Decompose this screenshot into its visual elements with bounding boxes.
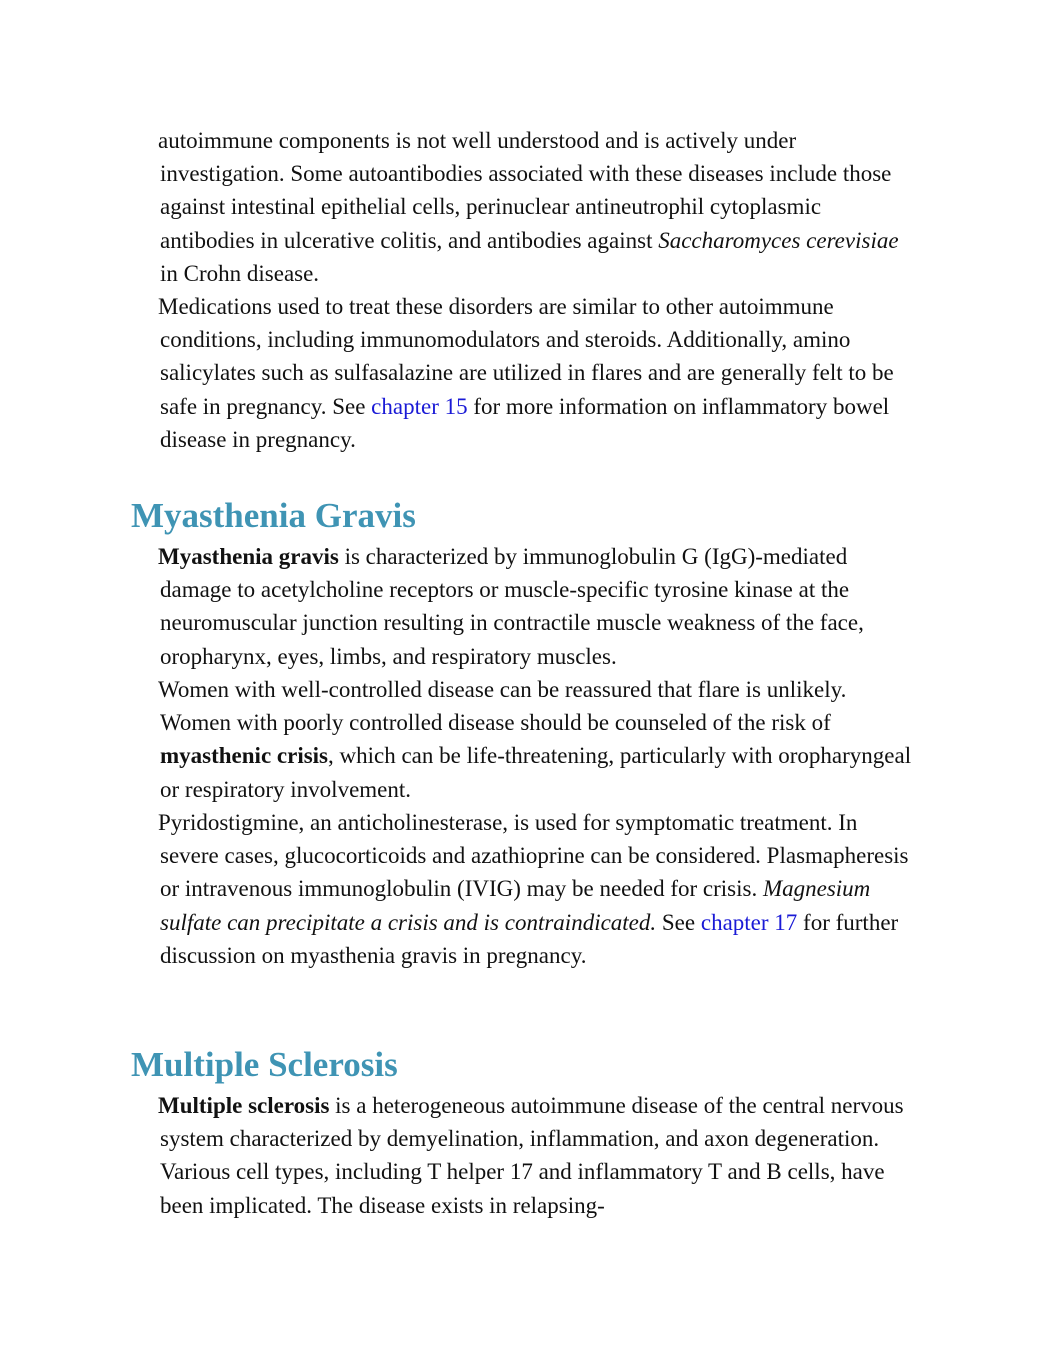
chapter-15-link[interactable]: chapter 15 <box>371 393 468 419</box>
myasthenia-paragraph-2-text-a: Women with well-controlled disease can b… <box>158 677 847 736</box>
intro-paragraph-2: Medications used to treat these disorder… <box>158 290 920 456</box>
intro-paragraph-2-text-b: for more information on inflammatory bow… <box>160 393 890 452</box>
myasthenia-paragraph-3-italic: Magnesium sulfate can precipitate a cris… <box>160 876 871 935</box>
myasthenia-paragraph-3-text-c: for further discussion on myasthenia gra… <box>160 909 899 968</box>
myasthenia-paragraph-2: Women with well-controlled disease can b… <box>158 673 920 806</box>
sclerosis-paragraph-1: Multiple sclerosis is a heterogeneous au… <box>158 1089 920 1222</box>
myasthenia-paragraph-3-text-a: Pyridostigmine, an anticholinesterase, i… <box>158 810 909 902</box>
multiple-sclerosis-term: Multiple sclerosis <box>158 1093 330 1118</box>
multiple-sclerosis-heading: Multiple Sclerosis <box>131 1045 398 1084</box>
intro-paragraph-2-text-a: Medications used to treat these disorder… <box>158 294 894 419</box>
myasthenia-paragraph-1-text: is characterized by immunoglobulin G (Ig… <box>160 544 864 669</box>
sclerosis-paragraph-1-text: is a heterogeneous autoimmune disease of… <box>160 1093 904 1218</box>
intro-paragraph-1-text-b: in Crohn disease. <box>160 260 320 286</box>
intro-paragraph-1-text-a: autoimmune components is not well unders… <box>158 128 892 253</box>
myasthenia-gravis-heading: Myasthenia Gravis <box>131 496 416 535</box>
chapter-17-link[interactable]: chapter 17 <box>700 909 798 935</box>
myasthenia-term: Myasthenia gravis <box>158 544 339 569</box>
intro-paragraph-1-italic: Saccharomyces cerevisiae <box>658 227 899 253</box>
myasthenia-paragraph-2-text-b: , which can be life-threatening, particu… <box>160 743 912 802</box>
myasthenic-crisis-term: myasthenic crisis <box>160 743 329 769</box>
myasthenia-paragraph-3-text-b: See <box>656 909 701 935</box>
myasthenia-paragraph-3: Pyridostigmine, an anticholinesterase, i… <box>158 806 920 972</box>
myasthenia-paragraph-1: Myasthenia gravis is characterized by im… <box>158 540 920 673</box>
intro-paragraph-1: autoimmune components is not well unders… <box>158 124 920 290</box>
